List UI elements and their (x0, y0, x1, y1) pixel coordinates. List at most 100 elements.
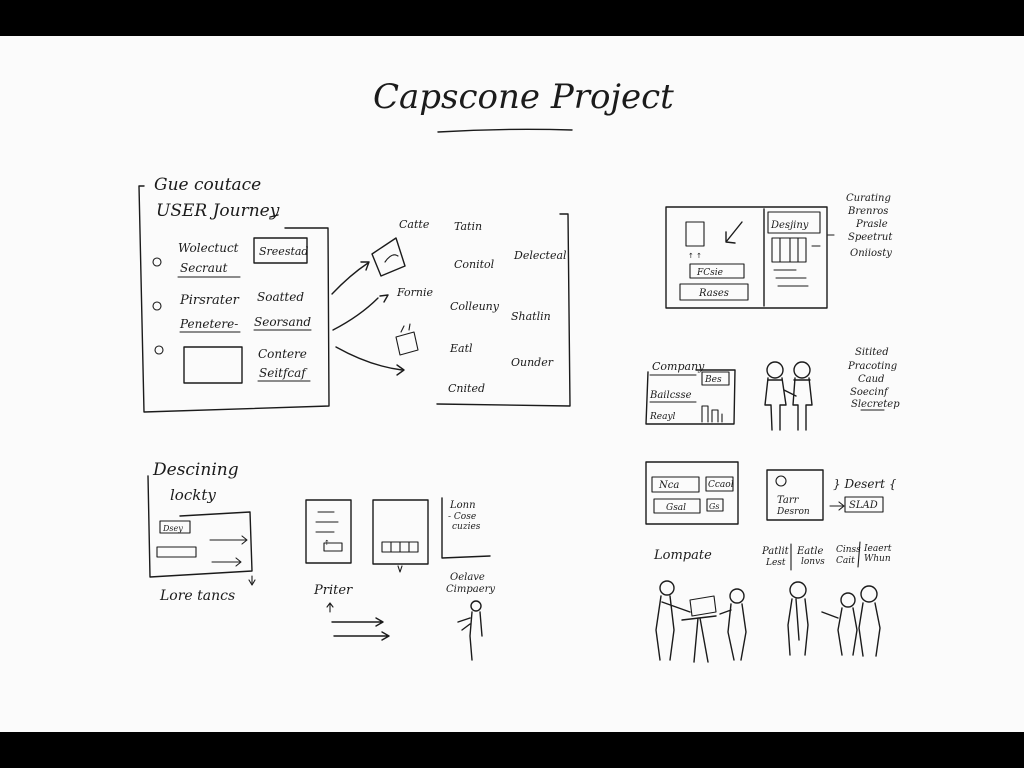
desig-small-box-label: Dsey (162, 524, 183, 533)
person-5-icon (858, 602, 881, 657)
flow-arrow-3 (335, 346, 403, 371)
worker-2-icon (719, 603, 747, 661)
desig-heading-line2: lockty (170, 486, 216, 504)
ui-panel (645, 461, 739, 525)
printer-up-arrow (326, 602, 334, 613)
phone-wireframe-1 (305, 499, 352, 564)
row3-label-a: Contere (258, 347, 307, 361)
person-4-head (840, 592, 856, 608)
flow-arrow-1 (331, 262, 369, 295)
flow-double-arrow (331, 617, 390, 641)
col-label-7: Ieaert (863, 544, 892, 554)
company-label-1: Bailcsse (649, 390, 692, 401)
phone-wireframe-2 (372, 499, 429, 565)
flow-col3-a: Delecteal (513, 249, 567, 262)
note-line-1: Lonn (449, 500, 476, 511)
wireframe-button-2 (679, 283, 749, 301)
company-bar-icon (701, 405, 723, 423)
desig-small-box (159, 520, 191, 534)
ui-button-3-label: Gsal (666, 503, 686, 513)
slad-box (844, 496, 884, 513)
company-panel-title: Company (652, 360, 705, 373)
laptop-icon (689, 595, 717, 617)
wireframe-check-icon (725, 221, 743, 244)
flow-col2-d: Eatl (449, 342, 473, 355)
journey-card-brush-icon (384, 254, 399, 263)
slad-arrow (829, 501, 845, 511)
person-2-icon (792, 377, 813, 431)
flow-arrow-2 (332, 297, 379, 331)
gift-icon (395, 323, 419, 356)
col-label-4: lonvs (801, 557, 825, 567)
journey-heading-line2: USER Journey (156, 201, 280, 221)
row3-box (183, 346, 243, 384)
row1-box (253, 237, 308, 264)
company-panel-frame (645, 369, 736, 425)
worker-1-icon (655, 595, 691, 661)
row2-label-b: Penetere- (179, 317, 238, 331)
wireframe-button-1 (689, 263, 745, 279)
wireframe-header-label: Desjiny (770, 220, 809, 231)
person-2-head (793, 361, 811, 379)
wireframe-note-4: Speetrut (848, 232, 893, 243)
wireframe-grid (771, 237, 807, 263)
flow-arrowhead-2 (379, 294, 389, 303)
company-note-4: Soecinf (850, 387, 890, 398)
col-divider-2 (857, 541, 861, 568)
col-label-1: Patlit (761, 546, 790, 557)
journey-heading-line1: Gue coutace (154, 175, 261, 195)
row2-label-c: Soatted (257, 290, 304, 304)
note-bracket (441, 497, 491, 559)
flow-frame (436, 213, 571, 407)
flow-arrowhead-3 (396, 364, 405, 376)
flow-col1-a: Catte (399, 218, 430, 231)
journey-frame (138, 185, 330, 413)
flow-col2-c: Colleuny (450, 300, 500, 313)
wireframe-note-3: Prasle (855, 219, 888, 230)
ui-box (766, 469, 824, 521)
bullet-1 (152, 257, 162, 267)
wireframe-grid-lines (779, 237, 799, 263)
flow-col3-c: Ounder (511, 356, 554, 369)
bottom-note-1: Oelave (450, 572, 485, 583)
wireframe-note-1: Curating (846, 193, 891, 204)
desig-heading-line1: Descining (152, 460, 239, 480)
phone-2-tabs (390, 541, 410, 553)
note-line-3: cuzies (452, 522, 481, 532)
wireframe-text-lines (773, 245, 821, 287)
laptop-stand-icon (681, 615, 717, 663)
whiteboard-sheet (0, 36, 1024, 732)
ui-button-1 (651, 476, 700, 493)
desig-frame (147, 475, 253, 578)
phone-1-button (323, 542, 343, 552)
desert-label: } Desert { (833, 477, 897, 491)
worker-1-head (659, 580, 675, 596)
person-6-icon (457, 611, 483, 661)
slad-label: SLAD (849, 500, 878, 511)
bullet-2 (152, 301, 162, 311)
row1-label-a: Wolectuct (178, 241, 239, 255)
wireframe-note-5: Oniiosty (850, 248, 892, 259)
ui-button-1-label: Nca (658, 480, 679, 491)
company-label-2: Reayl (649, 412, 676, 422)
col-label-8: Whun (864, 554, 891, 564)
lompate-label: Lompate (653, 548, 712, 563)
title-underline (437, 128, 573, 133)
ui-button-2-label: Ccaol (708, 480, 734, 490)
ui-button-4 (706, 498, 724, 512)
company-badge-label: Bes (704, 375, 722, 385)
desig-arrows (209, 535, 248, 567)
wireframe-note-2: Brenros (847, 206, 888, 217)
row2-label-d: Seorsand (254, 315, 311, 329)
company-badge (701, 371, 730, 386)
journey-tick (269, 214, 279, 218)
desert-label-text: Desert (843, 477, 885, 491)
person-1-head (766, 361, 784, 379)
person-5-head (860, 585, 878, 603)
clock-icon (775, 475, 787, 487)
person-3-head (789, 581, 807, 599)
flow-col2-b: Conitol (454, 258, 495, 271)
phone-1-lines (315, 511, 339, 533)
ui-box-label-1: Tarr (777, 495, 800, 506)
printer-label: Priter (313, 583, 353, 598)
